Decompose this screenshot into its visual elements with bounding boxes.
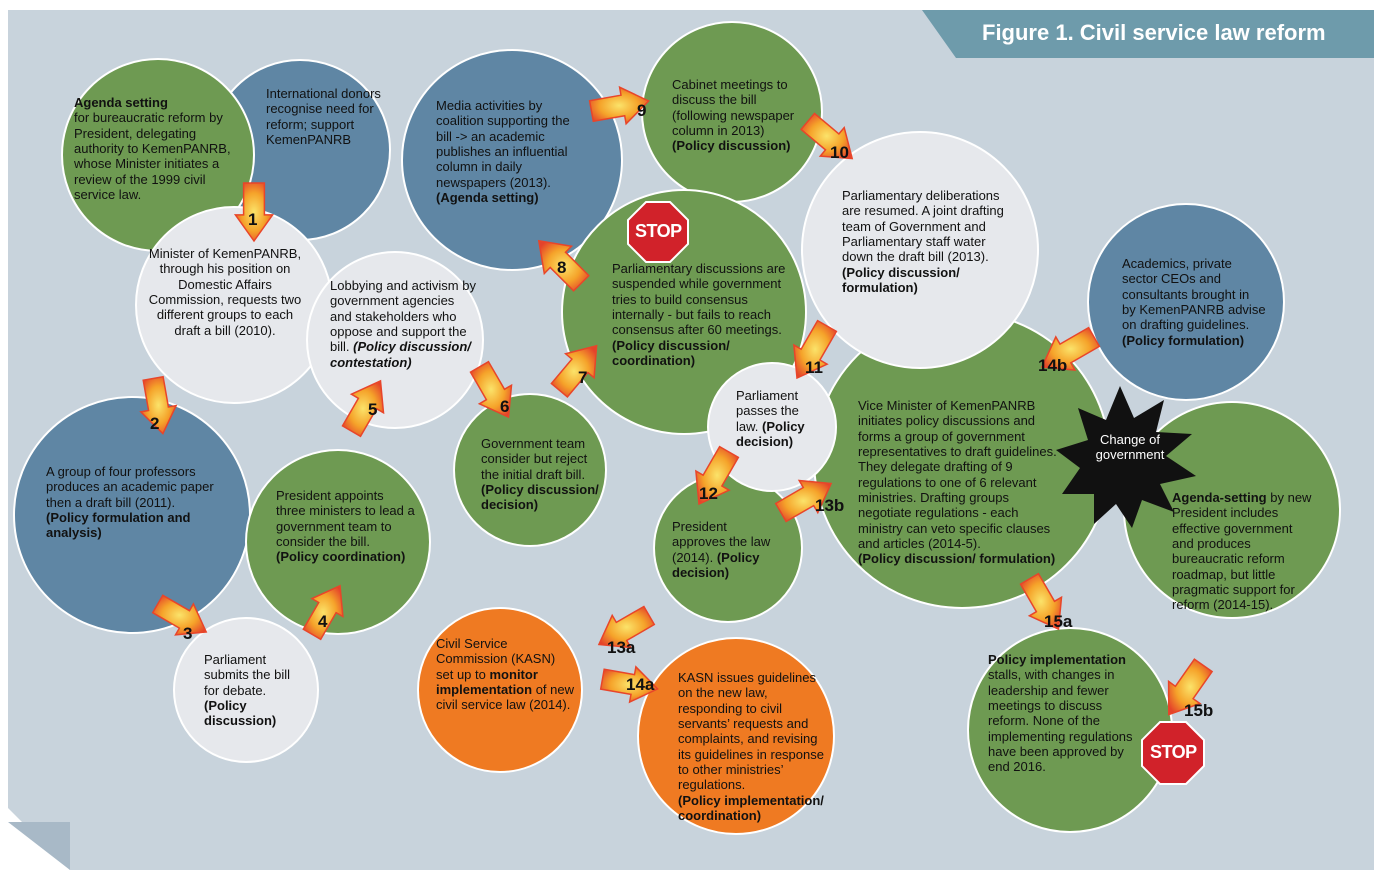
step-label: 12 <box>699 484 718 503</box>
flow-arrow-icon <box>302 584 344 641</box>
node-suspended: Parliamentary discussions are suspended … <box>612 261 786 368</box>
step-label: 6 <box>500 397 510 416</box>
flow-arrow-icon <box>469 360 513 419</box>
flow-arrow-icon <box>233 182 275 243</box>
flow-arrow-icon <box>537 239 590 292</box>
node-approves: President approves the law (2014). (Poli… <box>672 519 771 580</box>
node-professors: A group of four professors produces an a… <box>46 464 214 541</box>
node-cabinet: Cabinet meetings to discuss the bill (fo… <box>672 77 795 154</box>
step-label: 9 <box>637 101 647 120</box>
flow-arrow-icon <box>1040 326 1101 371</box>
node-lobbying: Lobbying and activism by government agen… <box>330 278 476 370</box>
step-label: 8 <box>557 258 567 277</box>
node-passes: Parliament passes the law. (Policy decis… <box>736 388 805 449</box>
circle-lobbying <box>306 251 484 429</box>
change-of-government-star <box>1056 386 1196 528</box>
circle-deliberations <box>801 131 1039 369</box>
circle-gov-team <box>453 393 607 547</box>
circle-media <box>401 49 623 271</box>
node-appoints: President appoints three ministers to le… <box>276 488 415 565</box>
node-vice-minister: Vice Minister of KemenPANRB initiates po… <box>858 398 1057 567</box>
flow-arrow-icon <box>151 594 208 636</box>
node-government-team: Government team consider but reject the … <box>481 436 599 513</box>
node-new-agenda: Agenda-setting by new President includes… <box>1172 490 1312 613</box>
node-change-of-government: Change of government <box>1095 432 1165 463</box>
flow-arrow-icon <box>139 375 178 435</box>
step-label: 5 <box>368 400 378 419</box>
title-bar <box>922 10 1374 58</box>
step-label: 13b <box>815 496 845 515</box>
stop-sign-icon <box>1141 721 1205 785</box>
flow-arrow-icon <box>774 479 833 523</box>
node-minister: Minister of KemenPANRB, through his posi… <box>148 246 302 338</box>
circle-appoints <box>245 449 431 635</box>
flow-arrow-icon <box>695 445 740 506</box>
step-label: 15b <box>1184 701 1214 720</box>
circle-submits <box>173 617 319 763</box>
flow-arrow-icon <box>793 319 838 380</box>
step-label: 13a <box>607 638 636 657</box>
flow-arrow-icon <box>599 665 659 704</box>
node-media: Media activities by coalition supporting… <box>436 98 570 205</box>
stop-label: STOP <box>1150 742 1197 762</box>
step-label: 1 <box>248 210 258 229</box>
step-label: 10 <box>830 143 849 162</box>
circle-kasn-guidelines <box>637 637 835 835</box>
stop-label: STOP <box>635 221 682 241</box>
step-label: 2 <box>150 414 160 433</box>
node-academics: Academics, private sector CEOs and consu… <box>1122 256 1266 348</box>
flow-arrow-icon <box>341 379 385 438</box>
node-donors: International donors recognise need for … <box>266 86 381 147</box>
node-kasn: Civil Service Commission (KASN) set up t… <box>436 636 575 713</box>
flow-arrow-icon <box>1167 658 1214 716</box>
node-submits: Parliament submits the bill for debate.(… <box>204 652 290 729</box>
arrows <box>139 85 1214 716</box>
circle-passes <box>707 362 837 492</box>
step-label: 11 <box>805 358 823 377</box>
stop-sign-icon <box>627 201 689 263</box>
flow-arrow-icon <box>588 85 650 126</box>
circle-academics <box>1087 203 1285 401</box>
step-label: 15a <box>1044 612 1073 631</box>
flow-arrow-icon <box>550 344 598 398</box>
flow-arrow-icon <box>597 605 656 649</box>
figure-title: Figure 1. Civil service law reform <box>982 20 1326 45</box>
circle-kasn <box>417 607 583 773</box>
flow-arrow-icon <box>800 112 854 160</box>
step-label: 4 <box>318 612 328 631</box>
step-label: 3 <box>183 624 193 643</box>
flow-arrow-icon <box>1019 572 1063 631</box>
step-label: 14b <box>1038 356 1068 375</box>
step-label: 14a <box>626 675 655 694</box>
step-label: 7 <box>578 368 588 387</box>
node-kasn-guidelines: KASN issues guidelines on the new law, r… <box>678 670 824 823</box>
node-implementation: Policy implementation stalls, with chang… <box>988 652 1133 775</box>
node-deliberations: Parliamentary deliberations are resumed.… <box>842 188 1004 295</box>
